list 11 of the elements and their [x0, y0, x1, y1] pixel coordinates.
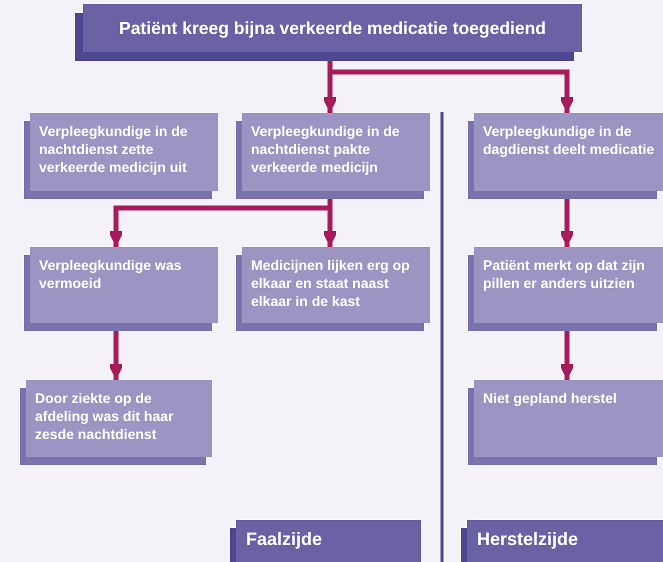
event-box: Verpleegkundige in de nachtdienst zette verkeerde medicijn uit — [30, 113, 218, 191]
event-box: Patiënt merkt op dat zijn pillen er anders uitzien — [474, 247, 663, 323]
side-label-box: Herstelzijde — [467, 520, 663, 562]
side-label-box: Faalzijde — [236, 520, 421, 562]
event-box: Niet gepland herstel — [474, 380, 663, 457]
event-box: Medicijnen lijken erg op elkaar en staat naast elkaar in de kast — [242, 247, 430, 323]
event-box: Verpleegkundige was vermoeid — [30, 247, 218, 323]
title-box: Patiënt kreeg bijna verkeerde medicatie toegediend — [83, 4, 582, 52]
event-box: Verpleegkundige in de nachtdienst pakte verkeerde medicijn — [242, 113, 430, 191]
event-box: Verpleegkundige in de dagdienst deelt medicatie — [474, 113, 663, 191]
event-box: Door ziekte op de afdeling was dit haar zesde nachtdienst — [26, 380, 212, 457]
